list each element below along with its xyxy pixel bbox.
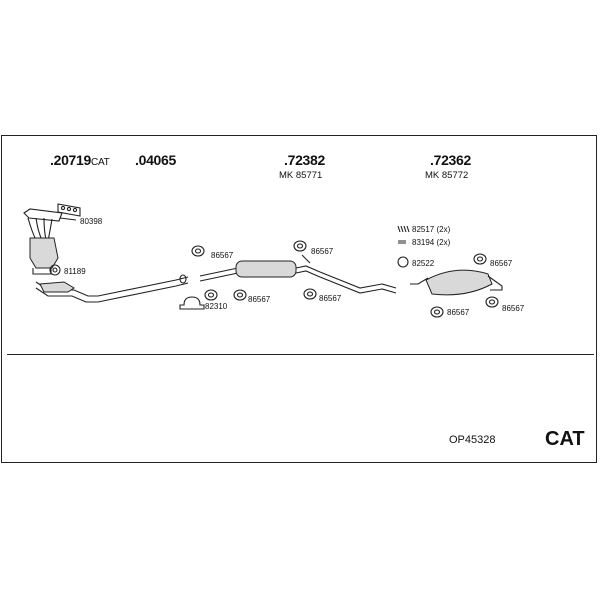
- mounting-kit-label-rear: MK 85772: [425, 170, 468, 181]
- rubber-mount-c1[interactable]: [473, 253, 487, 265]
- catalyst-gasket[interactable]: [49, 264, 61, 276]
- label-spring-set: 83194 (2x): [412, 238, 451, 247]
- front-pipe[interactable]: [35, 274, 189, 303]
- catalyst-manifold[interactable]: [23, 208, 77, 275]
- rubber-mount-b2[interactable]: [303, 288, 317, 300]
- label-rubber-mount-b2: 86567: [319, 294, 342, 303]
- manifold-gasket[interactable]: [57, 203, 81, 217]
- rubber-mount-c2[interactable]: [430, 306, 444, 318]
- bolt-set-icon[interactable]: [397, 225, 410, 233]
- sealing-ring[interactable]: [397, 256, 409, 268]
- label-rubber-mount-a1: 86567: [211, 251, 234, 260]
- rubber-mount-a2[interactable]: [204, 289, 218, 301]
- label-sealing-ring: 82522: [412, 259, 435, 268]
- label-rubber-mount-b1: 86567: [311, 247, 334, 256]
- rear-silencer[interactable]: [410, 269, 503, 296]
- label-catalyst-gasket: 81189: [64, 267, 86, 276]
- rubber-mount-b1[interactable]: [293, 240, 307, 252]
- spring-set-icon[interactable]: [398, 240, 406, 244]
- rubber-mount-a3[interactable]: [233, 289, 247, 301]
- label-exhaust-clamp: 82310: [205, 302, 228, 311]
- rubber-mount-c3[interactable]: [485, 296, 499, 308]
- label-rubber-mount-c1: 86567: [490, 259, 513, 268]
- diagram-frame: [1, 135, 597, 463]
- label-rubber-mount-c3: 86567: [502, 304, 525, 313]
- label-rubber-mount-c2: 86567: [447, 308, 470, 317]
- part-header-rear-silencer[interactable]: .72362: [430, 152, 472, 168]
- kit-type: CAT: [545, 428, 585, 450]
- part-header-front-pipe[interactable]: .04065: [135, 152, 177, 168]
- diagram-divider: [7, 354, 594, 355]
- rubber-mount-a1[interactable]: [191, 245, 205, 257]
- part-header-catalyst[interactable]: .20719CAT: [50, 152, 110, 168]
- label-bolt-set: 82517 (2x): [412, 225, 451, 234]
- part-header-middle-silencer[interactable]: .72382: [284, 152, 326, 168]
- kit-code: OP45328: [449, 434, 496, 446]
- label-manifold-gasket: 80398: [80, 217, 103, 226]
- exhaust-clamp[interactable]: [179, 296, 205, 310]
- label-rubber-mount-a2: 86567: [248, 295, 271, 304]
- mounting-kit-label-middle: MK 85771: [279, 170, 322, 181]
- middle-silencer[interactable]: [199, 254, 397, 294]
